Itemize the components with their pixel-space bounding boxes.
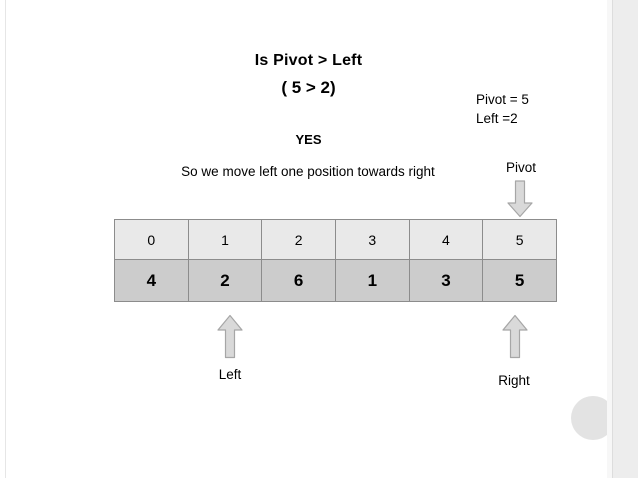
explanation-text: So we move left one position towards rig… [181,164,435,179]
value-cell-4: 3 [408,259,484,302]
right-gutter-panel [612,0,638,478]
slide-canvas: Is Pivot > Left ( 5 > 2) Pivot = 5 Left … [5,0,615,478]
array-table: 0 1 2 3 4 5 4 2 6 1 3 5 [114,219,557,302]
index-cell-2: 2 [261,219,336,260]
index-row: 0 1 2 3 4 5 [114,219,557,260]
value-cell-2: 6 [261,259,336,302]
value-cell-3: 1 [334,259,410,302]
question-title-line1: Is Pivot > Left [254,52,363,69]
index-cell-1: 1 [187,219,263,260]
pivot-left-values-legend: Pivot = 5 Left =2 [476,92,529,126]
left-pointer-label: Left [218,367,242,382]
scrollbar-track[interactable] [607,0,612,478]
value-cell-5: 5 [482,259,557,302]
left-pointer-up-arrow-icon [215,314,245,359]
right-pointer-up-arrow-icon [500,314,530,359]
question-title-line2: ( 5 > 2) [281,78,336,97]
index-cell-4: 4 [408,219,484,260]
pivot-pointer-label: Pivot [505,160,536,175]
value-row: 4 2 6 1 3 5 [114,259,557,302]
pivot-down-arrow-icon [505,180,535,218]
index-cell-0: 0 [114,219,189,260]
index-cell-5: 5 [482,219,557,260]
value-cell-1: 2 [187,259,263,302]
value-cell-0: 4 [114,259,189,302]
answer-label: YES [295,132,322,147]
index-cell-3: 3 [334,219,410,260]
right-pointer-label: Right [498,373,530,388]
